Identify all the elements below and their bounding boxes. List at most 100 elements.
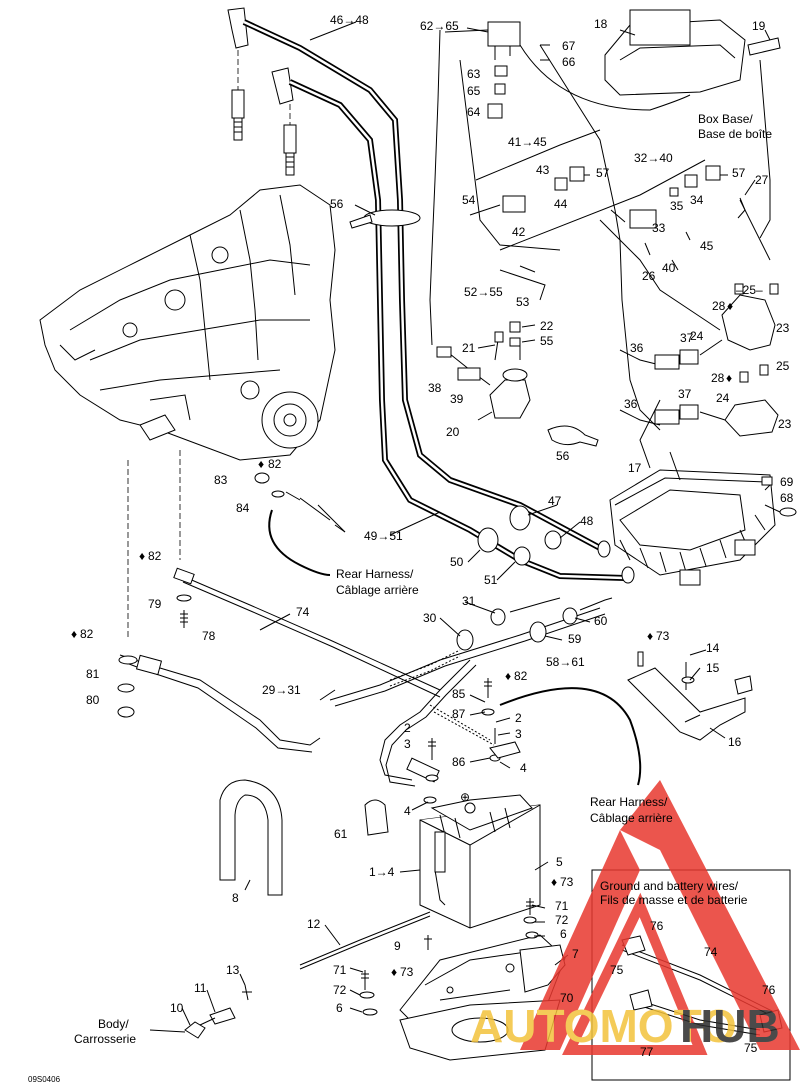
- callout-label: 84: [236, 501, 250, 515]
- callout-label: 33: [652, 221, 666, 235]
- inset-title: Ground and battery wires/: [600, 879, 739, 893]
- plus-icon: ⊕: [460, 790, 470, 804]
- body-ground: [184, 984, 252, 1039]
- callout-label: 3: [515, 727, 522, 741]
- callout-label: 62→65: [420, 19, 459, 33]
- callout-label: 76: [650, 919, 664, 933]
- callout-label: 63: [467, 67, 481, 81]
- drop-label-28b: 28: [711, 371, 725, 385]
- callout-label: 9: [394, 939, 401, 953]
- callout-label: 32→40: [634, 151, 673, 165]
- callout-label: 43: [536, 163, 550, 177]
- rear-harness-caption: Câblage arrière: [590, 811, 673, 825]
- callout-label: 44: [554, 197, 568, 211]
- callout-label: 3: [404, 737, 411, 751]
- callout-label: 25: [776, 359, 790, 373]
- callout-label: 70: [560, 991, 574, 1005]
- drop-icon: ♦: [391, 965, 397, 979]
- callout-label: 40: [662, 261, 676, 275]
- callout-label: 85: [452, 687, 466, 701]
- callout-label: 64: [467, 105, 481, 119]
- callout-label: 78: [202, 629, 216, 643]
- callout-label: 74: [296, 605, 310, 619]
- drop-icon: ♦: [551, 875, 557, 889]
- callout-label: 19: [752, 19, 766, 33]
- callout-label: 23: [776, 321, 790, 335]
- relay-62-65: [487, 21, 550, 119]
- logo-triangle-inner: [562, 892, 708, 1055]
- callout-label: 87: [452, 707, 466, 721]
- callout-label: 13: [226, 963, 240, 977]
- captions: Box Base/ Base de boîte Rear Harness/ Câ…: [28, 112, 772, 1084]
- starter-solenoid: [436, 265, 546, 419]
- logo-triangle-left: [520, 830, 640, 1050]
- watermark-accent-text: AUTOMOTO: [470, 1000, 737, 1052]
- callout-label: 42: [512, 225, 526, 239]
- wire-boots: [477, 505, 635, 584]
- box-base-caption: Box Base/: [698, 112, 753, 126]
- callout-label: 58→61: [546, 655, 585, 669]
- spark-plugs: [231, 89, 297, 176]
- callout-label: 72: [555, 913, 569, 927]
- tie-strap-56: [349, 209, 421, 229]
- callout-label: 34: [690, 193, 704, 207]
- callout-label: 61: [334, 827, 348, 841]
- watermark-logo: AUTOMOTO HUB: [470, 780, 800, 1055]
- callout-label: 2: [404, 721, 411, 735]
- callout-label: 86: [452, 755, 466, 769]
- callout-label: 4: [404, 804, 411, 818]
- callout-label: 82: [148, 549, 162, 563]
- terminals: [423, 678, 521, 804]
- callout-label: 71: [555, 899, 569, 913]
- drop-icon: ♦: [726, 371, 732, 385]
- callout-label: 36: [630, 341, 644, 355]
- logo-triangle-right: [620, 780, 800, 1050]
- rear-harness-caption: Rear Harness/: [590, 795, 668, 809]
- callout-label: 41→45: [508, 135, 547, 149]
- callout-label: 82: [80, 627, 94, 641]
- callout-label: 36: [624, 397, 638, 411]
- callout-label: 51: [484, 573, 498, 587]
- callout-label: 73: [656, 629, 670, 643]
- callout-label: 27: [755, 173, 769, 187]
- callout-label: 82: [514, 669, 528, 683]
- callout-label: 23: [778, 417, 792, 431]
- line-art: [39, 7, 797, 1081]
- callout-label: 2: [515, 711, 522, 725]
- callout-label: 72: [333, 983, 347, 997]
- callout-label: 80: [86, 693, 100, 707]
- callout-label: 46→48: [330, 13, 369, 27]
- callout-label: 6: [560, 927, 567, 941]
- drop-label-28a: 28: [712, 299, 726, 313]
- callout-label: 52→55: [464, 285, 503, 299]
- callout-label: 30: [423, 611, 437, 625]
- callout-label: 56: [330, 197, 344, 211]
- drop-icon: ♦: [258, 457, 264, 471]
- callout-label: 74: [704, 945, 718, 959]
- callout-label: 17: [628, 461, 642, 475]
- body-caption: Carrosserie: [74, 1032, 136, 1046]
- callout-label: 11: [194, 981, 207, 995]
- callout-label: 77: [640, 1045, 654, 1059]
- box-cover: [519, 9, 781, 111]
- callout-label: 29→31: [262, 683, 301, 697]
- callout-label: 35: [670, 199, 684, 213]
- watermark-dark-text: HUB: [680, 1000, 780, 1052]
- callout-label: 38: [428, 381, 442, 395]
- spark-plug-caps: [227, 7, 294, 105]
- rear-harness-caption: Rear Harness/: [336, 567, 414, 581]
- ignition-wires: [242, 19, 626, 581]
- callout-label: 50: [450, 555, 464, 569]
- battery: [419, 794, 541, 929]
- callout-label: 57: [732, 166, 746, 180]
- sealant-symbols: ♦ ♦ ♦ ♦ ♦ ♦ ♦ ♦ ♦ ⊕ 28 28: [71, 299, 733, 979]
- battery-bracket-16: [627, 651, 753, 741]
- callout-label: 4: [520, 761, 527, 775]
- callout-label: 5: [556, 855, 563, 869]
- callout-label: 12: [307, 917, 321, 931]
- terminal-cap-61: [364, 799, 389, 836]
- callout-label: 75: [744, 1041, 758, 1055]
- callout-label: 82: [268, 457, 282, 471]
- callout-label: 18: [594, 17, 608, 31]
